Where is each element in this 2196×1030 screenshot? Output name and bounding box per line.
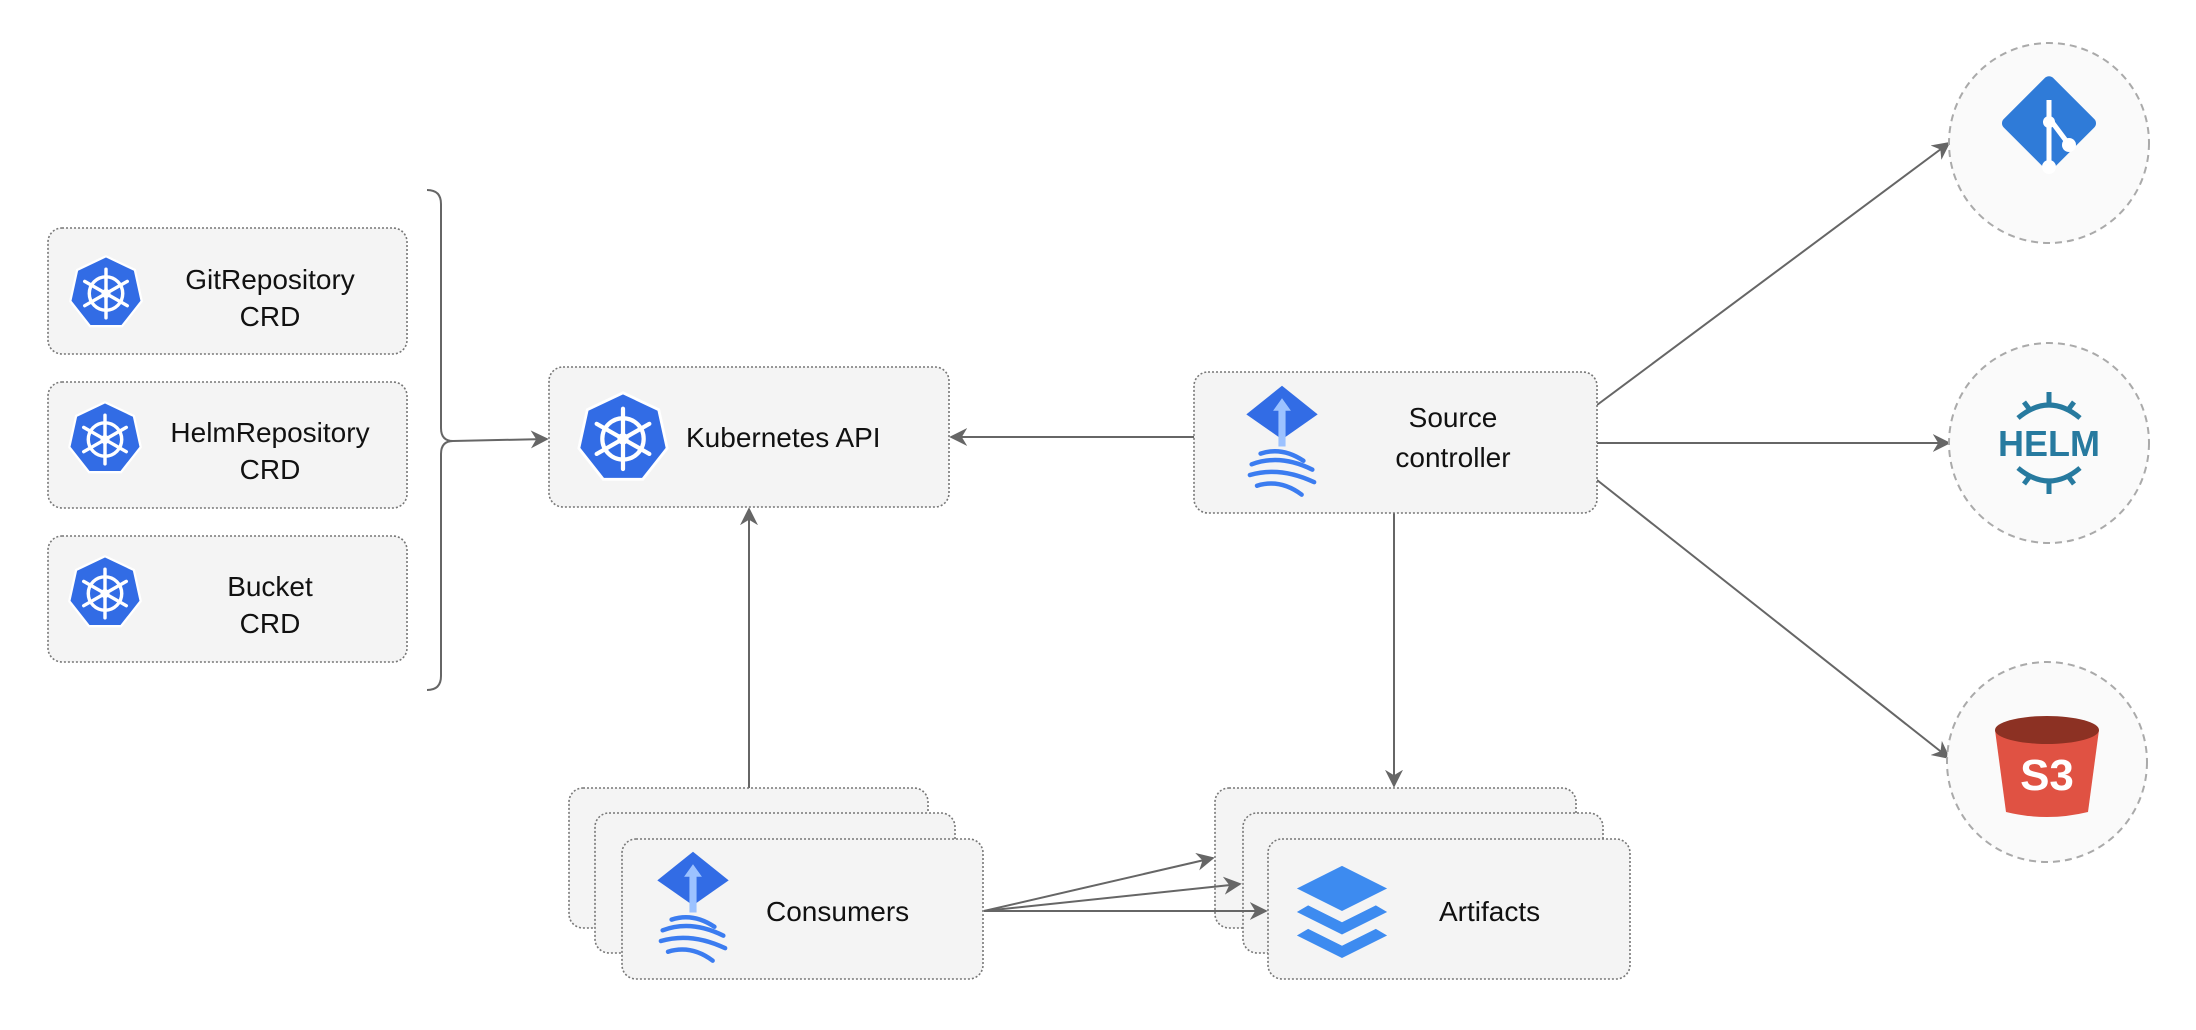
helm-logo-text: HELM — [1998, 423, 2100, 464]
edges-consumers-to-artifacts — [983, 852, 1268, 920]
kubernetes-api-label: Kubernetes API — [686, 422, 881, 453]
artifacts-label: Artifacts — [1439, 896, 1540, 927]
git-source[interactable] — [1948, 42, 2150, 244]
crd-sublabel: CRD — [240, 301, 301, 332]
edge-consumers-to-artifacts — [983, 852, 1215, 912]
edges — [426, 141, 1951, 788]
crd-label: Bucket — [227, 571, 313, 602]
crd-helmrepository[interactable]: HelmRepository CRD — [47, 381, 408, 509]
git-icon — [2001, 76, 2097, 174]
consumers-node[interactable]: Consumers — [568, 787, 984, 980]
s3-logo-text: S3 — [2020, 751, 2074, 800]
crd-sublabel: CRD — [240, 608, 301, 639]
kubernetes-api-node[interactable]: Kubernetes API — [548, 366, 950, 508]
s3-source[interactable]: S3 — [1946, 661, 2148, 863]
crd-bucket[interactable]: Bucket CRD — [47, 535, 408, 663]
crd-label: GitRepository — [185, 264, 355, 295]
artifacts-node[interactable]: Artifacts — [1214, 787, 1631, 980]
edge-source-to-git — [1596, 141, 1951, 406]
source-controller-sublabel: controller — [1395, 442, 1510, 473]
helm-icon: HELM — [1998, 392, 2100, 494]
crd-sublabel: CRD — [240, 454, 301, 485]
source-controller-label: Source — [1409, 402, 1498, 433]
edge-consumers-to-artifacts — [983, 876, 1242, 912]
source-controller-node[interactable]: Source controller — [1193, 371, 1598, 514]
helm-source[interactable]: HELM — [1948, 342, 2150, 544]
s3-bucket-icon: S3 — [1995, 716, 2099, 817]
edge-crds-to-k8s-api — [452, 430, 549, 449]
crd-brace — [426, 189, 454, 691]
edge-source-to-s3 — [1596, 479, 1951, 760]
crd-label: HelmRepository — [170, 417, 369, 448]
crd-gitrepository[interactable]: GitRepository CRD — [47, 227, 408, 355]
consumers-label: Consumers — [766, 896, 909, 927]
